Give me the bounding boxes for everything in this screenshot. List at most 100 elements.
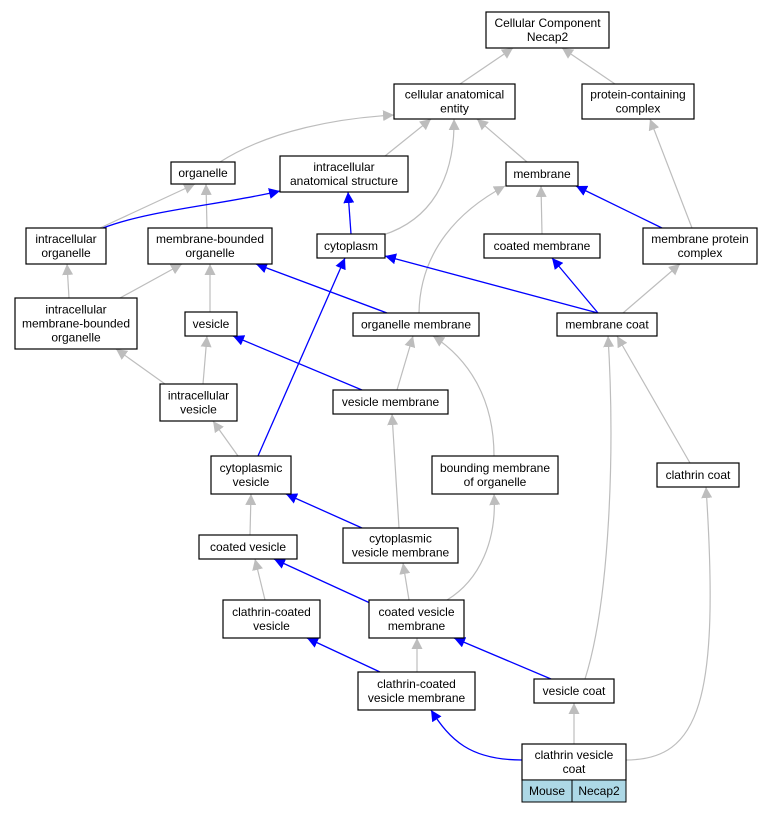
- node-coated-vesicle[interactable]: coated vesicle: [198, 534, 298, 560]
- node-label-line: Cellular Component: [494, 16, 601, 30]
- node-vesicle-coat[interactable]: vesicle coat: [533, 678, 615, 704]
- node-label-line: organelle: [41, 246, 91, 260]
- node-box: [642, 227, 758, 265]
- edge-io-to-organelle: [99, 183, 196, 229]
- gene-cell: Necap2: [571, 779, 627, 803]
- node-label-line: bounding membrane: [440, 461, 550, 475]
- node-label-line: intracellular: [313, 160, 374, 174]
- node-label-line: coated vesicle: [210, 540, 286, 554]
- node-box: [533, 678, 615, 704]
- node-membrane-coat[interactable]: membrane coat: [556, 312, 658, 337]
- node-label-line: cytoplasm: [324, 239, 378, 253]
- gene-label: Necap2: [578, 784, 620, 798]
- node-box: [656, 462, 740, 488]
- node-label-line: vesicle: [253, 619, 290, 633]
- edge-membranecoat-partof-cytoplasm: [384, 253, 599, 314]
- node-vesicle[interactable]: vesicle: [184, 311, 238, 337]
- edge-ias-to-cae: [384, 118, 432, 157]
- edge-imbo-to-mbo: [119, 263, 183, 299]
- edges: [62, 47, 713, 761]
- edge-cv-to-iv: [212, 420, 239, 457]
- node-coated-membrane[interactable]: coated membrane: [483, 233, 601, 259]
- edge-io-partof-ias: [102, 188, 281, 229]
- edge-ccvm-partof-ccv: [306, 637, 381, 673]
- edge-imbo-to-io: [62, 263, 74, 299]
- node-label-line: organelle: [51, 331, 101, 345]
- node-label-line: vesicle: [233, 475, 270, 489]
- node-label-line: organelle: [178, 166, 228, 180]
- edge-clathrincoat-to-membranecoat: [616, 335, 691, 464]
- node-label-line: cytoplasmic: [220, 461, 283, 475]
- node-box: [485, 11, 610, 49]
- node-box: [25, 227, 107, 265]
- node-organelle-membrane[interactable]: organelle membrane: [352, 312, 480, 337]
- edge-mpc-to-pcc: [648, 118, 693, 229]
- edge-cvm-to-vesmem: [387, 413, 400, 529]
- node-box: [332, 389, 449, 415]
- edge-cvmem-to-bmo: [446, 493, 501, 601]
- node-label-line: cytoplasmic: [369, 532, 432, 546]
- edge-cytoplasm-partof-ias: [343, 191, 355, 235]
- node-box: [431, 455, 559, 495]
- node-box: [316, 233, 386, 259]
- node-label-line: intracellular: [168, 389, 229, 403]
- node-label-line: clathrin coat: [666, 468, 731, 482]
- node-box: [342, 527, 459, 564]
- edge-iv-to-imbo: [115, 348, 166, 385]
- node-membrane[interactable]: membrane: [505, 161, 579, 187]
- node-box: [159, 383, 238, 422]
- node-label-line: organelle membrane: [361, 318, 471, 332]
- node-box: [483, 233, 601, 259]
- node-label-line: cellular anatomical: [405, 88, 504, 102]
- node-label-line: membrane: [388, 619, 446, 633]
- edge-pcc-to-root: [561, 47, 616, 85]
- edge-mbo-to-organelle: [200, 183, 212, 229]
- edge-membranecoat-partof-coatedmem: [551, 257, 599, 314]
- edge-coatedves-to-cv: [245, 493, 257, 536]
- node-box: [14, 297, 138, 350]
- node-vesicle-membrane[interactable]: vesicle membrane: [332, 389, 449, 415]
- node-label-line: anatomical structure: [290, 174, 398, 188]
- node-label-line: clathrin vesicle: [535, 748, 614, 762]
- node-box: [393, 83, 516, 120]
- organism-cell: Mouse: [521, 779, 573, 803]
- edge-vesmem-partof-vesicle: [232, 335, 363, 391]
- node-label-line: of organelle: [464, 475, 527, 489]
- node-label-line: Necap2: [527, 30, 569, 44]
- edge-orgmem-partof-mbo: [255, 262, 388, 314]
- node-clathrin-coat[interactable]: clathrin coat: [656, 462, 740, 488]
- node-label-line: membrane-bounded: [156, 232, 264, 246]
- edge-cvc-partof-ccvm: [430, 709, 523, 761]
- edge-coatedmem-to-membrane: [535, 185, 547, 235]
- node-box: [556, 312, 658, 337]
- node-label-line: entity: [440, 102, 469, 116]
- edge-orgmem-to-membrane: [418, 185, 506, 314]
- node-cytoplasm[interactable]: cytoplasm: [316, 233, 386, 259]
- node-label-line: clathrin-coated: [232, 605, 311, 619]
- node-box: [222, 599, 321, 639]
- node-label-line: vesicle membrane: [352, 546, 450, 560]
- edge-mpc-partof-membrane: [575, 185, 663, 229]
- edge-vesiclecoat-partof-cvmem: [453, 637, 552, 680]
- node-box: [170, 161, 236, 185]
- edge-vesiclecoat-to-membranecoat: [584, 335, 615, 680]
- node-organelle[interactable]: organelle: [170, 161, 236, 185]
